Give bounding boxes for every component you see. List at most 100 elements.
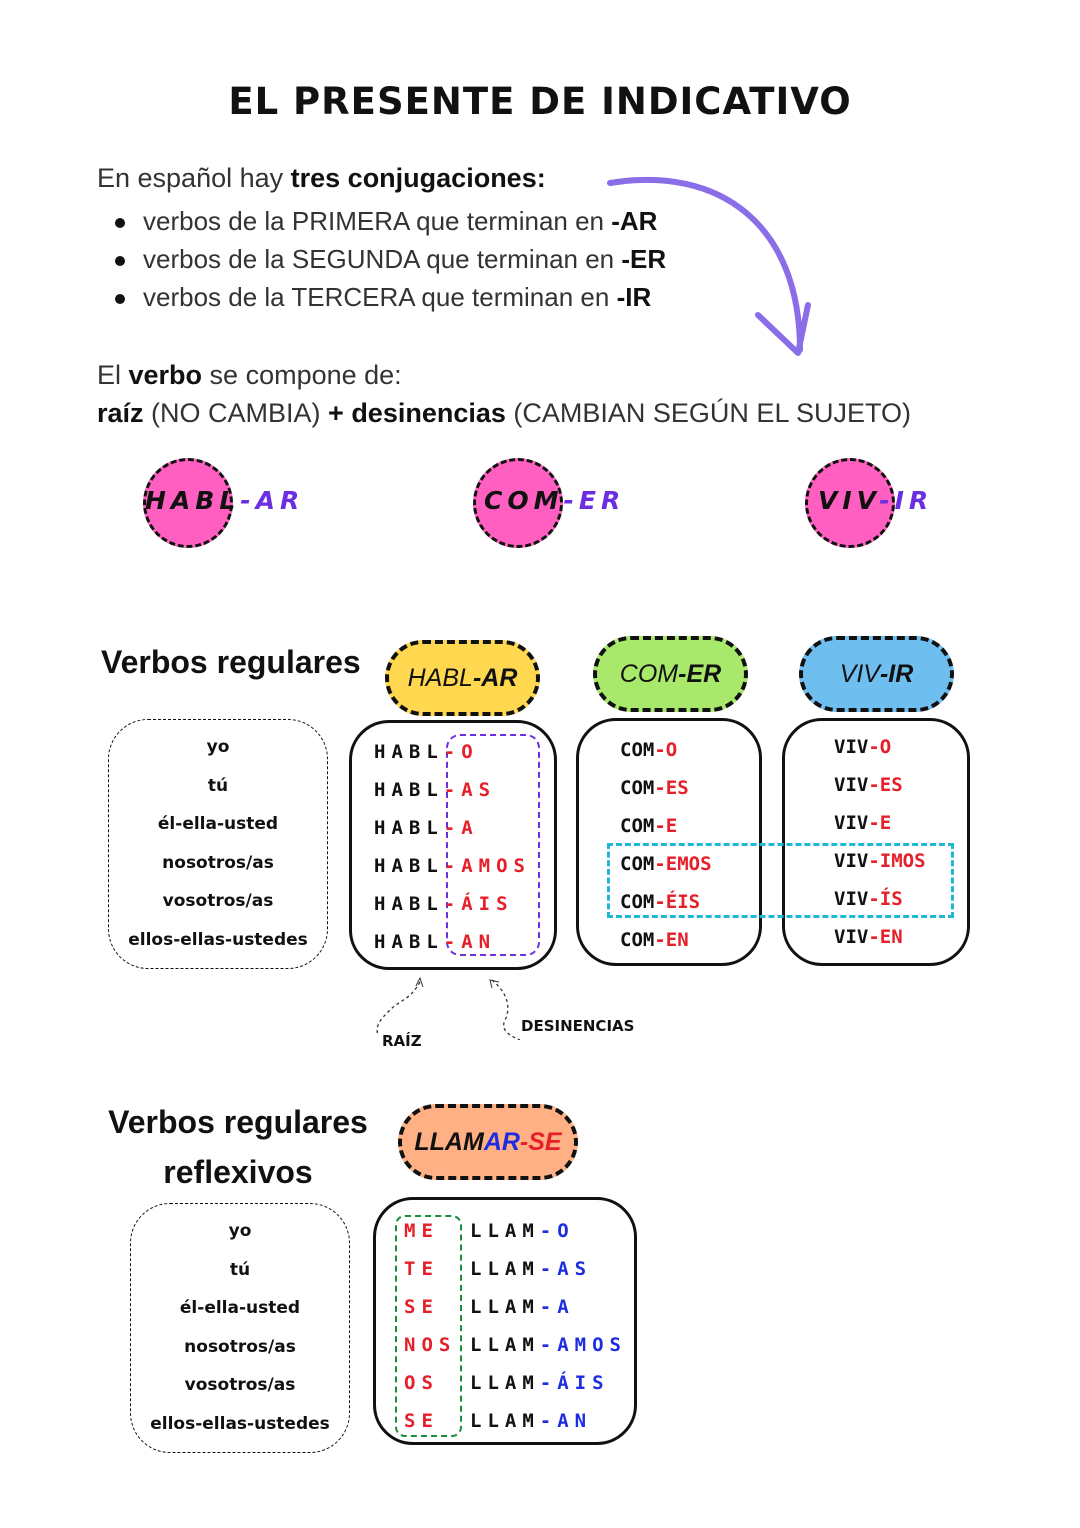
bullet-ar: verbos de la PRIMERA que terminan en -AR xyxy=(97,206,666,244)
pronoun: SE xyxy=(404,1296,439,1318)
stem: LLAM xyxy=(470,1258,540,1280)
conjugation-row: TE LLAM-AS xyxy=(404,1250,627,1288)
stem: LLAM xyxy=(470,1372,540,1394)
conjugation-row: COM-ÉIS xyxy=(620,883,712,921)
ending: -O xyxy=(868,736,892,758)
desinencias-label: DESINENCIAS xyxy=(521,1017,635,1035)
stem: VIV xyxy=(834,850,869,872)
ending: -ES xyxy=(654,777,689,799)
person-label: ellos-ellas-ustedes xyxy=(128,929,308,950)
stem: COM xyxy=(620,929,655,951)
stem: COM xyxy=(620,815,655,837)
endings-highlight xyxy=(446,734,540,956)
person-label: yo xyxy=(206,737,230,757)
conjugation-row: COM-EN xyxy=(620,921,712,959)
conjugation-row: COM-O xyxy=(620,731,712,769)
ending: -EN xyxy=(868,926,903,948)
stem: COM xyxy=(620,777,655,799)
person-label: él-ella-usted xyxy=(157,814,279,834)
curved-arrow-icon xyxy=(607,176,811,356)
pill-comer: COM-ER xyxy=(593,636,748,712)
root-circle xyxy=(473,458,563,548)
intro-line: En español hay tres conjugaciones: xyxy=(97,163,546,194)
ending: -O xyxy=(443,741,479,763)
ir-conjugation-box xyxy=(782,718,970,966)
person-label: yo xyxy=(228,1221,252,1241)
stem: VIV xyxy=(834,926,869,948)
conjugation-row: HABL-AN xyxy=(374,923,531,961)
person-label: nosotros/as xyxy=(184,1336,296,1357)
page-title: EL PRESENTE DE INDICATIVO xyxy=(228,80,852,123)
raiz-label: RAÍZ xyxy=(382,1032,422,1050)
stem: COM xyxy=(620,891,655,913)
conjugation-row: SE LLAM-A xyxy=(404,1288,627,1326)
conjugation-row: HABL-AMOS xyxy=(374,847,531,885)
conjugation-row: HABL-ÁIS xyxy=(374,885,531,923)
person-label: vosotros/as xyxy=(162,891,274,911)
stem: HABL xyxy=(374,893,444,915)
ending: -EMOS xyxy=(654,853,712,875)
ending: -O xyxy=(539,1220,575,1242)
ending: -IMOS xyxy=(868,850,926,872)
er-conjugation-box xyxy=(576,718,762,966)
conjugation-row: OS LLAM-ÁIS xyxy=(404,1364,627,1402)
stem: VIV xyxy=(834,888,869,910)
ending: -O xyxy=(654,739,678,761)
ending: -ÁIS xyxy=(443,893,514,915)
stem: VIV xyxy=(834,812,869,834)
conjugation-row: HABL-A xyxy=(374,809,531,847)
ending: -AMOS xyxy=(443,855,531,877)
bullet-ir: verbos de la TERCERA que terminan en -IR xyxy=(97,282,666,320)
example-vivir: VIV-IR xyxy=(818,486,934,515)
pronoun: SE xyxy=(404,1410,439,1432)
stem: HABL xyxy=(374,779,444,801)
stem: HABL xyxy=(374,931,444,953)
conjugation-row: COM-ES xyxy=(620,769,712,807)
pill-hablar: HABL-AR xyxy=(385,640,540,716)
conjugation-row: VIV-O xyxy=(834,728,926,766)
pill-vivir: VIV-IR xyxy=(799,636,954,712)
stem: LLAM xyxy=(470,1220,540,1242)
reflexive-conjugation-box xyxy=(373,1197,637,1445)
bullet-er: verbos de la SEGUNDA que terminan en -ER xyxy=(97,244,666,282)
conjugation-row: VIV-ÍS xyxy=(834,880,926,918)
ar-conjugation-box xyxy=(349,720,557,970)
stem: VIV xyxy=(834,736,869,758)
pronoun: OS xyxy=(404,1372,439,1394)
pronoun: NOS xyxy=(404,1334,457,1356)
conjugation-row: COM-EMOS xyxy=(620,845,712,883)
intro-text: En español hay xyxy=(97,163,291,193)
stem: LLAM xyxy=(470,1296,540,1318)
ending: -ÁIS xyxy=(539,1372,610,1394)
person-label: él-ella-usted xyxy=(179,1298,301,1318)
example-comer: COM-ER xyxy=(484,486,626,515)
root-circle xyxy=(143,458,233,548)
ending: -E xyxy=(654,815,678,837)
stem: VIV xyxy=(834,774,869,796)
pronoun: TE xyxy=(404,1258,439,1280)
stem: HABL xyxy=(374,855,444,877)
person-label: vosotros/as xyxy=(184,1375,296,1395)
conjugation-row: HABL-O xyxy=(374,733,531,771)
stem: HABL xyxy=(374,741,444,763)
arrows-icon xyxy=(376,976,520,1040)
verbo-line: El verbo se compone de: xyxy=(97,360,402,390)
stem: LLAM xyxy=(470,1410,540,1432)
conjugation-row: VIV-ES xyxy=(834,766,926,804)
ending: -A xyxy=(443,817,479,839)
ending: -ES xyxy=(868,774,903,796)
person-label: tú xyxy=(207,775,229,796)
ending: -AS xyxy=(539,1258,593,1280)
conjugation-row: VIV-IMOS xyxy=(834,842,926,880)
conjugation-row: HABL-AS xyxy=(374,771,531,809)
stem: COM xyxy=(620,853,655,875)
ending: -E xyxy=(868,812,892,834)
ending: -ÉIS xyxy=(654,891,701,913)
ending: -A xyxy=(539,1296,575,1318)
example-hablar: HABL-AR xyxy=(145,486,305,515)
